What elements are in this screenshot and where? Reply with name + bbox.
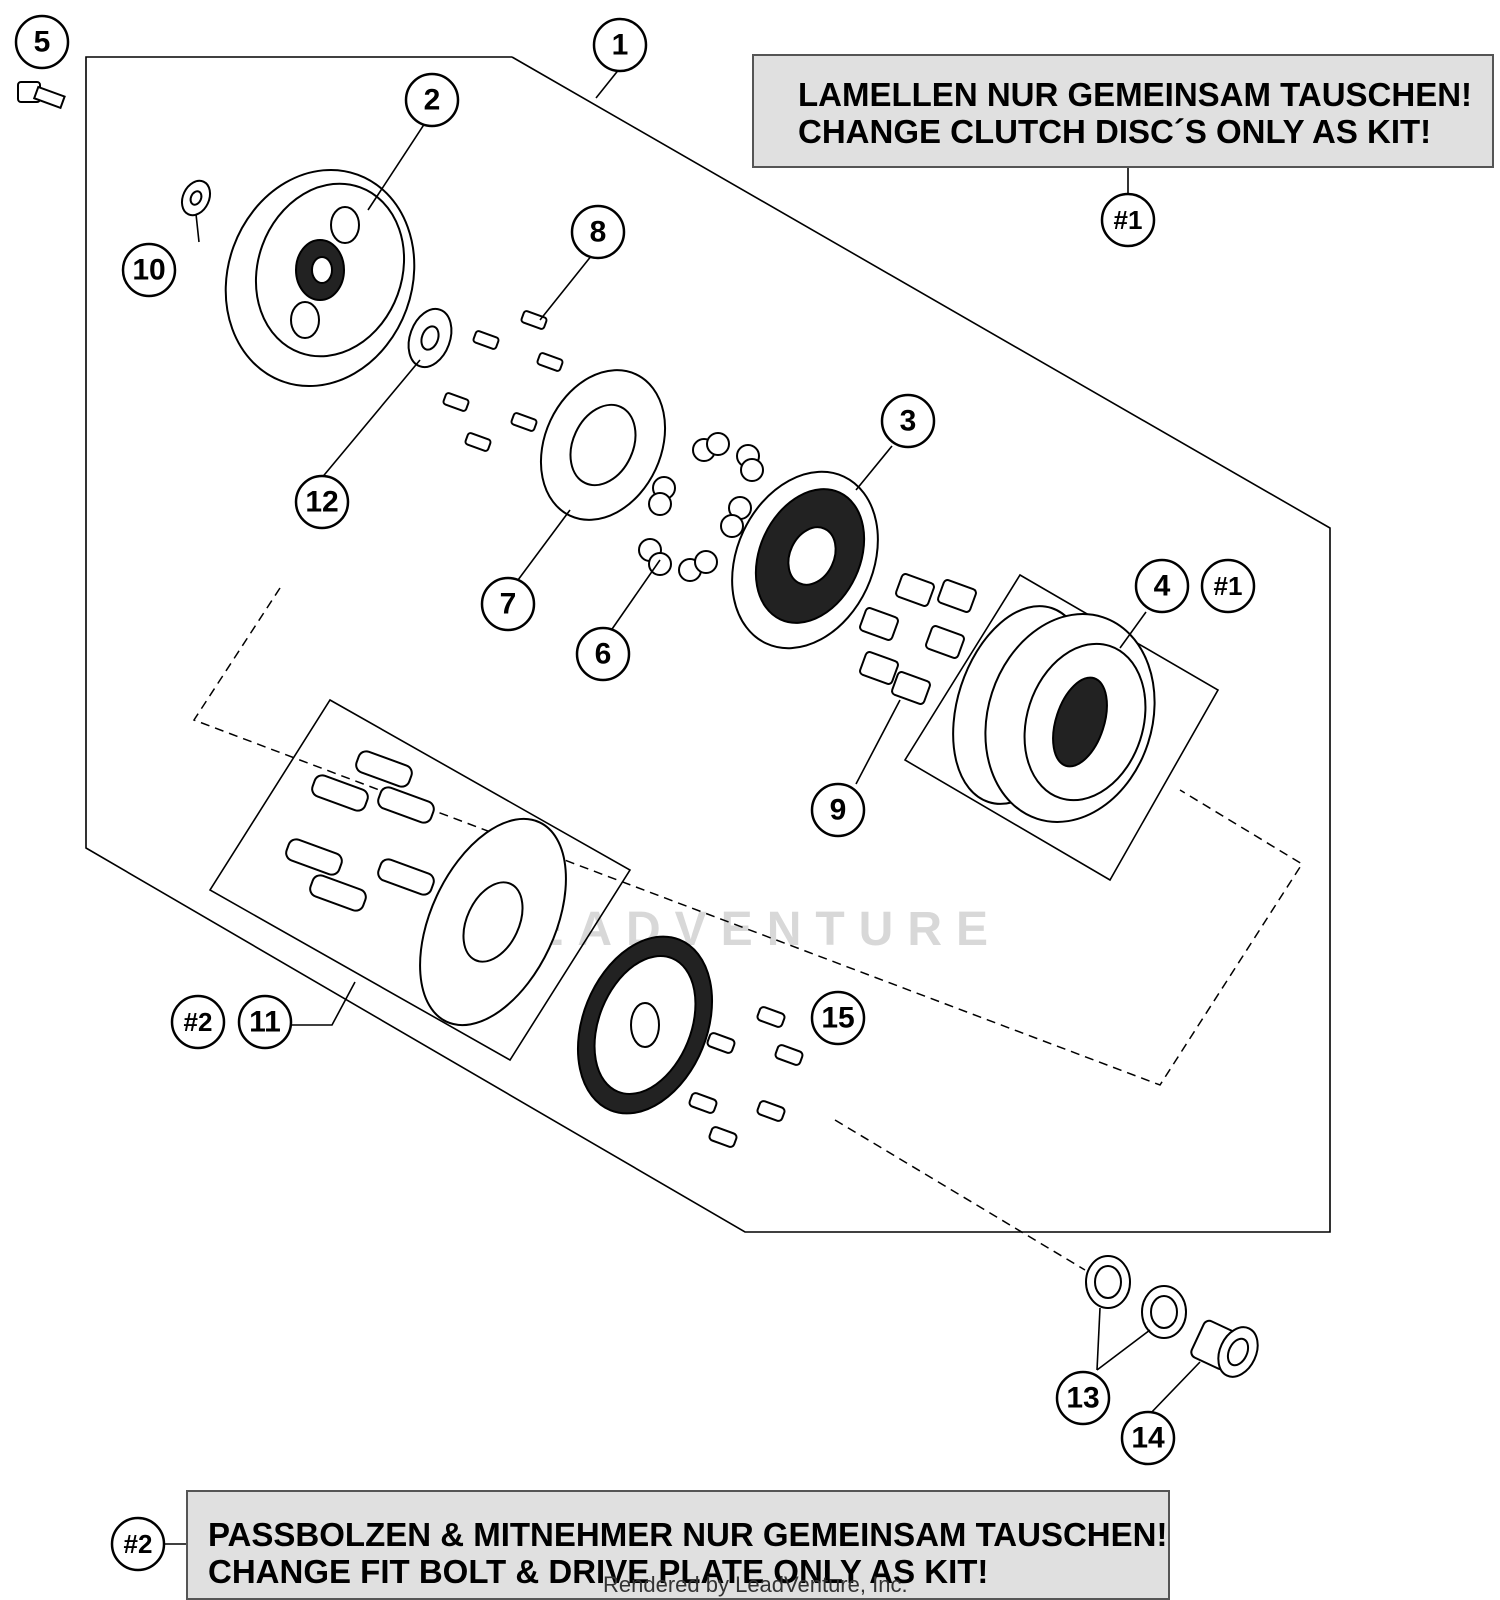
svg-text:10: 10 [132, 254, 165, 287]
kit2-note: PASSBOLZEN & MITNEHMER NUR GEMEINSAM TAU… [186, 1490, 1170, 1600]
kit1-note: LAMELLEN NUR GEMEINSAM TAUSCHEN! CHANGE … [752, 54, 1494, 168]
callout-10: 10 [121, 242, 177, 298]
subassembly-dashed-outline [192, 587, 1304, 1086]
pressure-hub-3 [731, 470, 879, 650]
svg-text:13: 13 [1066, 1382, 1099, 1415]
bolt-5 [17, 81, 66, 110]
svg-text:2: 2 [424, 84, 441, 117]
callout-8: 8 [570, 204, 626, 260]
springs-9 [859, 573, 977, 705]
kit1-note-line2: CHANGE CLUTCH DISC´S ONLY AS KIT! [798, 113, 1432, 150]
kit2-note-line2: CHANGE FIT BOLT & DRIVE PLATE ONLY AS KI… [208, 1553, 989, 1590]
callout-3: 3 [880, 393, 936, 449]
kit1-box [903, 573, 1220, 882]
screws-15 [688, 1006, 804, 1148]
svg-text:15: 15 [821, 1002, 854, 1035]
svg-text:3: 3 [900, 405, 917, 438]
callout-4: 4 [1134, 558, 1190, 614]
svg-text:#1: #1 [1214, 571, 1243, 601]
bolts-8 [442, 310, 564, 452]
svg-text:#1: #1 [1114, 205, 1143, 235]
svg-text:1: 1 [612, 29, 629, 62]
svg-text:5: 5 [34, 26, 51, 59]
kit1-note-line1: LAMELLEN NUR GEMEINSAM TAUSCHEN! [798, 76, 1473, 113]
leader-lines [158, 67, 1201, 1545]
callout-15: 15 [810, 990, 866, 1046]
svg-text:#2: #2 [124, 1529, 153, 1559]
svg-text:14: 14 [1131, 1422, 1165, 1455]
rendered-by-footer: Rendered by LeadVenture, Inc. [603, 1572, 908, 1597]
callout-7: 7 [480, 576, 536, 632]
washer-10 [180, 179, 212, 217]
callout-kit1-top: #1 [1100, 192, 1156, 248]
callout-kit2-note: #2 [110, 1516, 166, 1572]
bearings-13 [1085, 1255, 1187, 1339]
callout-1: 1 [592, 17, 648, 73]
svg-text:12: 12 [305, 486, 338, 519]
clutch-basket-2 [224, 168, 416, 388]
callout-14: 14 [1120, 1410, 1176, 1466]
bearing-axis-line [834, 1119, 1086, 1271]
callout-13: 13 [1055, 1370, 1111, 1426]
balls-6 [638, 432, 764, 582]
callout-9: 9 [810, 782, 866, 838]
svg-text:11: 11 [249, 1006, 281, 1039]
callout-11: 11 [237, 994, 293, 1050]
assembly-outline [85, 56, 1331, 1233]
svg-text:4: 4 [1154, 570, 1171, 603]
fit-bolts-drive-plate-11 [285, 750, 567, 1027]
callout-12: 12 [294, 474, 350, 530]
svg-text:#2: #2 [184, 1007, 213, 1037]
watermark-text: LEADVENTURE [488, 903, 1003, 956]
callout-5: 5 [14, 14, 70, 70]
svg-text:6: 6 [595, 638, 612, 671]
clutch-discs-4 [952, 605, 1156, 823]
callout-kit1-part4: #1 [1200, 558, 1256, 614]
plate-7 [539, 369, 667, 521]
callout-kit2-part11: #2 [170, 994, 226, 1050]
svg-text:8: 8 [590, 216, 607, 249]
bushing-14 [1190, 1319, 1259, 1378]
callout-6: 6 [575, 626, 631, 682]
kit2-note-line1: PASSBOLZEN & MITNEHMER NUR GEMEINSAM TAU… [208, 1516, 1168, 1553]
drive-gear [576, 935, 714, 1115]
svg-text:9: 9 [830, 794, 847, 827]
washer-12 [407, 307, 453, 369]
svg-text:7: 7 [500, 588, 517, 621]
callout-2: 2 [404, 72, 460, 128]
kit2-box [208, 698, 632, 1062]
